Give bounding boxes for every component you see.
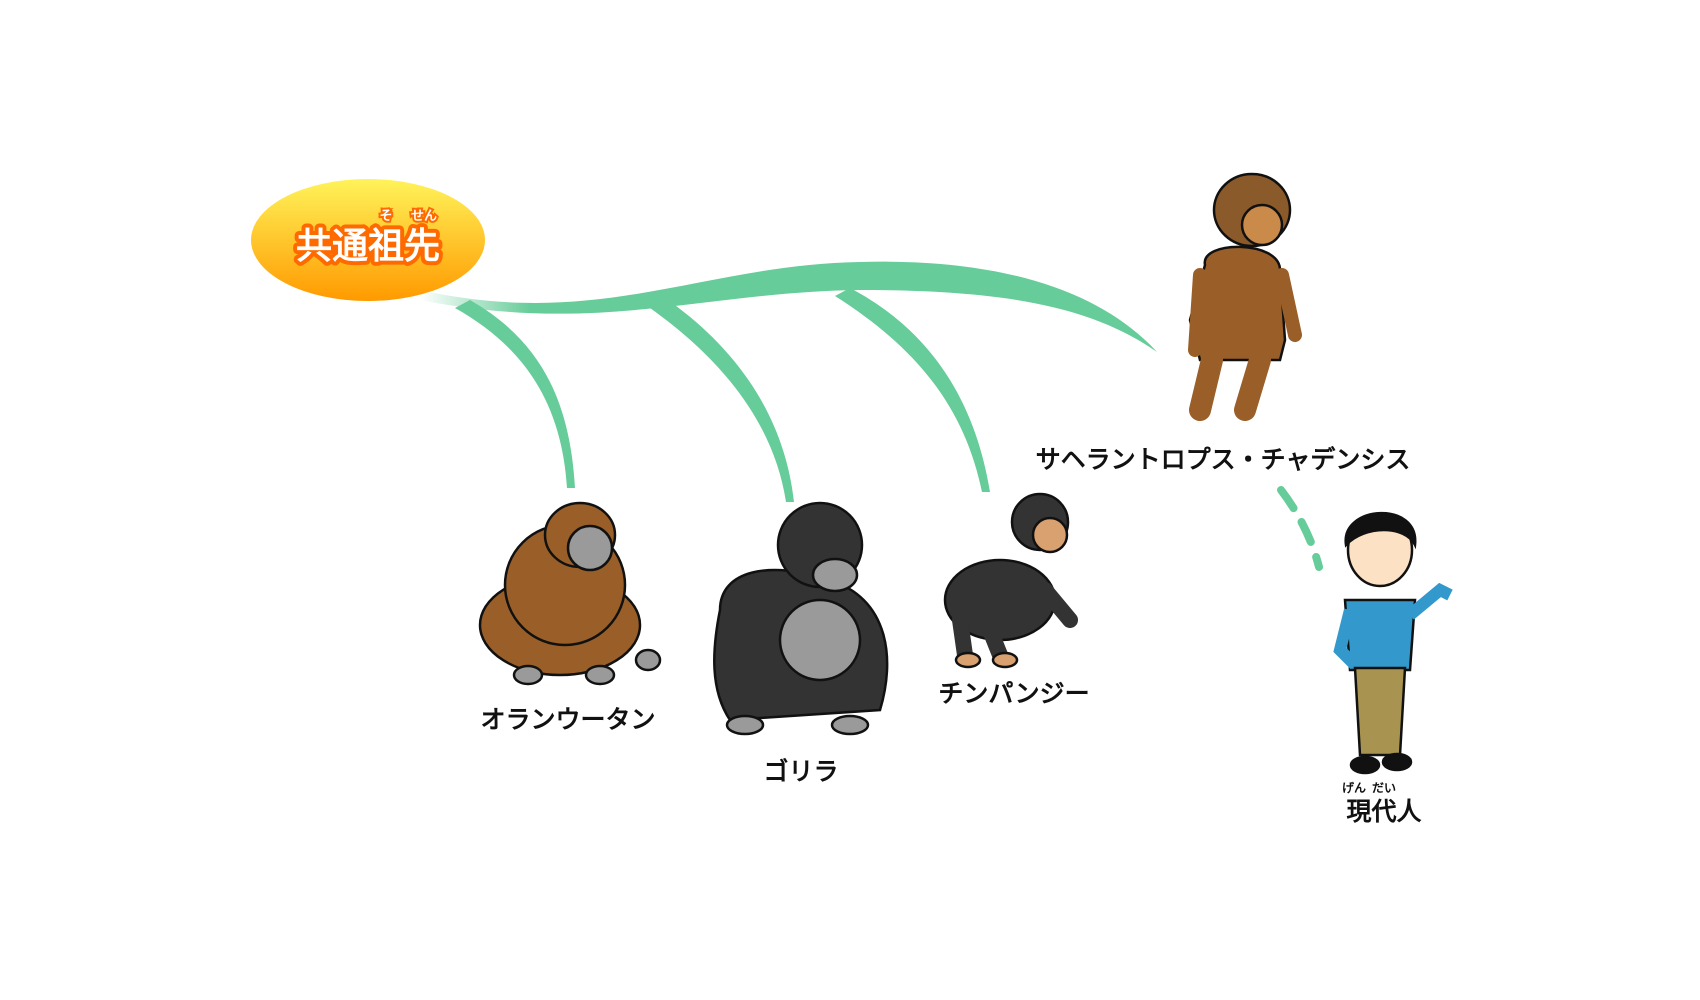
main-trunk <box>420 261 1157 352</box>
common-ancestor-node: そ せん 共通祖先 <box>251 179 485 301</box>
label-orangutan: オランウータン <box>480 705 655 734</box>
label-gorilla: ゴリラ <box>763 757 838 786</box>
gorilla-illustration <box>713 501 889 736</box>
label-chimpanzee: チンパンジー <box>938 679 1089 708</box>
dashed-link-human <box>1277 486 1323 571</box>
orangutan-illustration <box>478 501 662 686</box>
chimpanzee-illustration <box>943 492 1078 669</box>
branch-orangutan <box>455 300 575 488</box>
ruby-dai: だい <box>1372 781 1396 795</box>
ancestor-label: 共通祖先 <box>296 226 440 267</box>
label-modern-human: 現代人 <box>1346 797 1421 826</box>
branch-chimpanzee <box>835 288 990 492</box>
ancestor-ruby-sen: せん <box>411 209 437 224</box>
modern-human-illustration <box>1333 511 1453 775</box>
ancestor-ruby-so: そ <box>379 209 392 224</box>
label-sahelanthropus: サヘラントロプス・チャデンシス <box>1036 445 1411 474</box>
branch-gorilla <box>650 298 794 502</box>
tree-branches <box>420 261 1323 571</box>
sahelanthropus-illustration <box>1188 172 1302 421</box>
ruby-gen: げん <box>1342 780 1366 795</box>
